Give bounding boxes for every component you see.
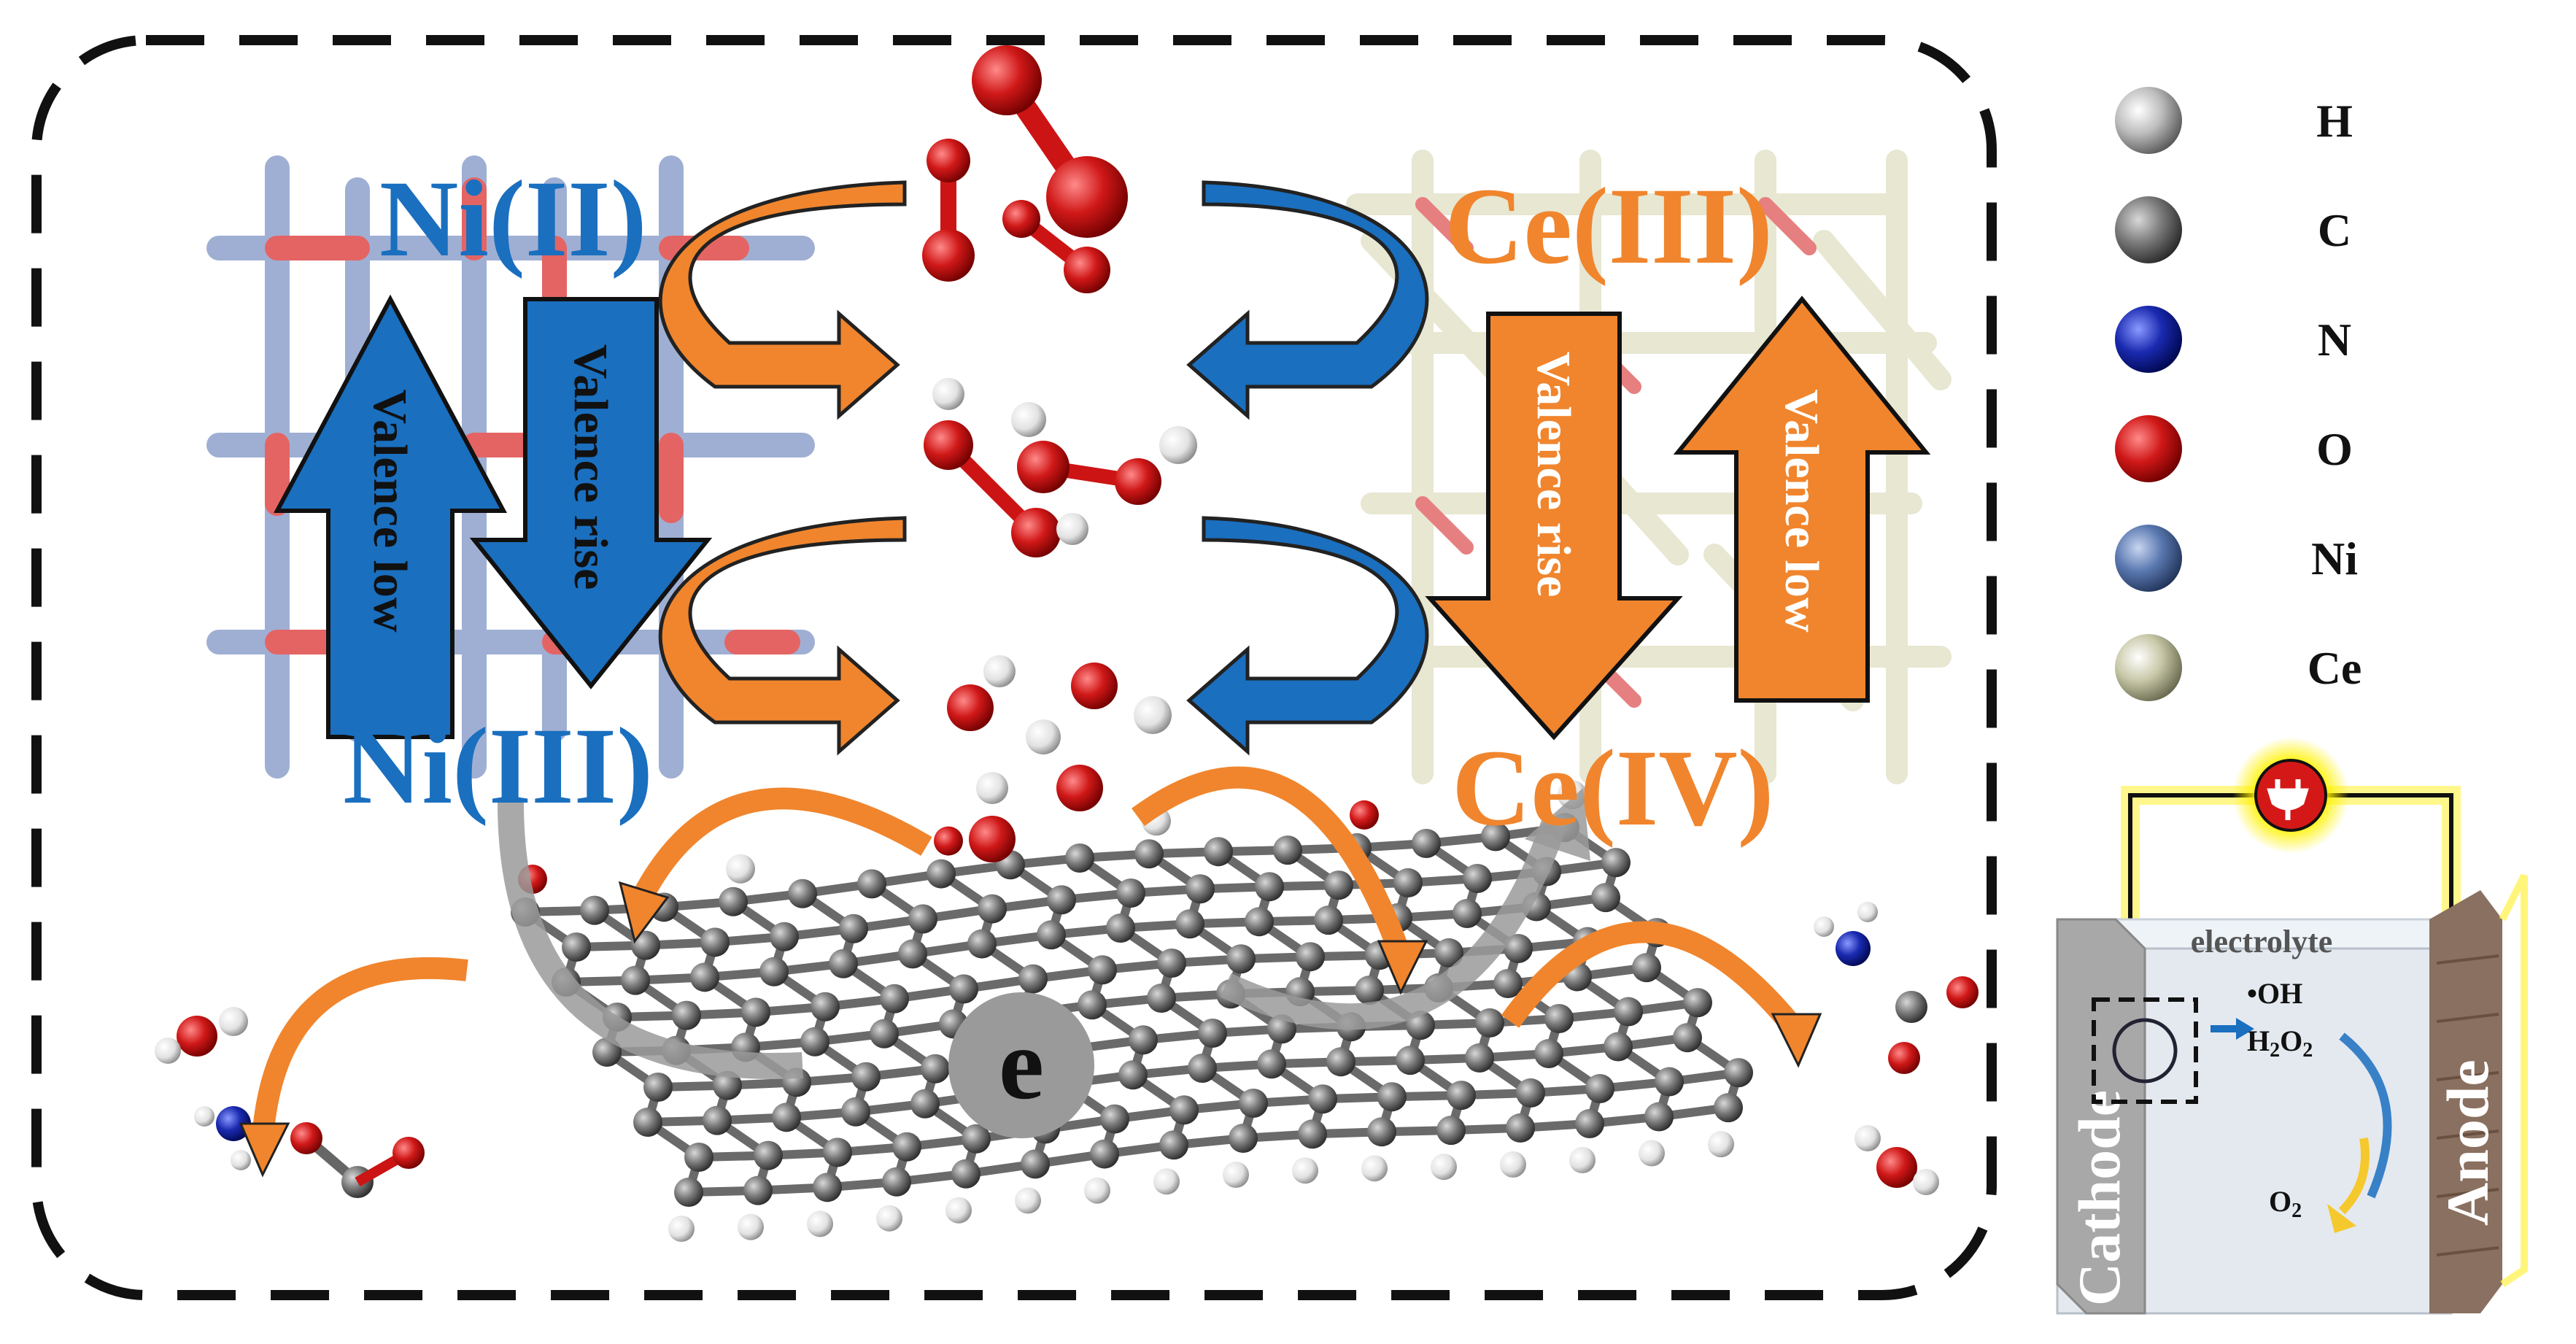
electron-arrowhead-right	[1525, 788, 1590, 861]
legend-label-n: N	[2318, 314, 2351, 366]
legend-label-ce: Ce	[2308, 642, 2362, 694]
anode-label: Anode	[2434, 1059, 2501, 1226]
molecules	[155, 45, 1979, 1198]
cathode-zoom-box	[2092, 997, 2198, 1104]
electrolyte-label: electrolyte	[2191, 924, 2333, 959]
ni-valence-rise-arrow: Valence rise	[469, 297, 713, 690]
legend-swatch-n	[2115, 306, 2182, 373]
h2o2-label: H2O2	[2247, 1024, 2313, 1062]
surface-arrowheads	[239, 881, 1822, 1178]
legend-label-ni: Ni	[2311, 533, 2358, 584]
ni-valence-low-arrow: Valence low	[273, 294, 508, 739]
electron-label: e	[999, 1008, 1044, 1121]
legend-swatch-h	[2115, 87, 2182, 154]
legend-swatch-ni	[2115, 525, 2182, 592]
ce-blue-cycle-arrows	[1186, 180, 1429, 756]
ni-ii-label: Ni(II)	[379, 158, 647, 279]
legend-label-h: H	[2316, 95, 2353, 147]
o2-label: O2	[2269, 1185, 2302, 1222]
legend-label-o: O	[2316, 423, 2353, 475]
ni-valence-low-label: Valence low	[363, 389, 417, 632]
legend-label-c: C	[2318, 204, 2351, 256]
legend-swatch-c	[2115, 196, 2182, 263]
ni-orange-cycle-arrows	[658, 180, 907, 756]
ni-iii-label: Ni(III)	[343, 706, 653, 827]
ce-iv-label: Ce(IV)	[1452, 727, 1774, 849]
surface-reaction-arrows	[252, 766, 1803, 1140]
graphene-sheet	[511, 780, 1753, 1242]
electron-arrow-right	[1220, 820, 1566, 1030]
ce-valence-low-arrow: Valence low	[1673, 296, 1931, 703]
cathode-label: Cathode	[2066, 1090, 2132, 1306]
legend-swatch-o	[2115, 415, 2182, 482]
oh-radical-label: •OH	[2247, 977, 2302, 1010]
ce-valence-rise-arrow: Valence rise	[1425, 312, 1683, 741]
ce-valence-low-label: Valence low	[1775, 389, 1828, 632]
electron-marker: e	[948, 992, 1094, 1138]
electrochemical-cell: electrolyte Cathode Anode •OH H2O2 O2	[2056, 737, 2528, 1315]
electron-arrow-left	[498, 802, 803, 1079]
ce-iii-label: Ce(III)	[1444, 166, 1773, 287]
legend-swatch-ce	[2115, 634, 2182, 701]
dashed-frame	[31, 35, 1997, 1300]
ni-valence-rise-label: Valence rise	[564, 344, 617, 590]
ce-valence-rise-label: Valence rise	[1527, 352, 1580, 598]
